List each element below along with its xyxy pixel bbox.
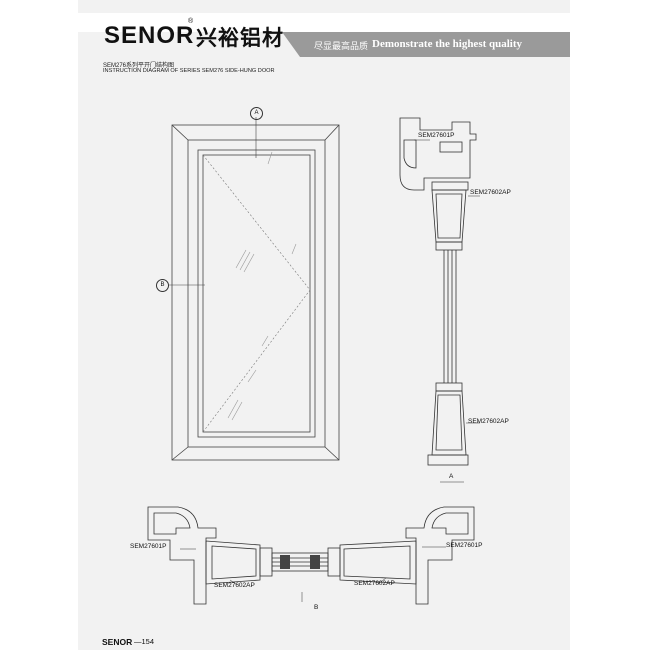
frame-profile-right (405, 506, 475, 605)
footer-brand: SENOR (102, 637, 133, 647)
label-horizontal-right-sash: SEM27602AP (354, 580, 395, 587)
label-horizontal-right-frame: SEM27601P (446, 542, 483, 549)
sash-profile-left (205, 540, 261, 585)
section-marker-b-left: B (156, 279, 169, 292)
section-caption-b: B (314, 604, 319, 611)
door-inner-frame (187, 139, 326, 448)
door-glass (202, 154, 311, 433)
footer-page-number: —154 (134, 637, 155, 646)
opening-direction-lines (202, 154, 311, 433)
brand-logo: SENOR (104, 22, 195, 49)
catalog-page (78, 0, 570, 650)
frame-profile-top (399, 117, 477, 191)
frame-profile-left (147, 506, 217, 605)
diagram-title-chinese: SEM276系列平开门结构图 (103, 63, 175, 69)
label-vertical-bottom-sash: SEM27602AP (468, 418, 509, 425)
section-caption-a: A (449, 473, 454, 480)
door-sash (197, 149, 316, 438)
section-marker-a-top: A (250, 107, 263, 120)
diagram-title-english: INSTRUCTION DIAGRAM OF SERIES SEM276 SID… (103, 68, 275, 74)
label-horizontal-left-sash: SEM27602AP (214, 582, 255, 589)
label-vertical-top-frame: SEM27601P (418, 132, 455, 139)
label-horizontal-left-frame: SEM27601P (130, 543, 167, 550)
brand-chinese-name: 兴裕铝材 (196, 27, 284, 50)
sash-profile-right (339, 540, 417, 585)
slogan-chinese: 尽显最高品质 (314, 41, 369, 51)
door-outer-frame (171, 124, 340, 461)
label-vertical-top-sash: SEM27602AP (470, 189, 511, 196)
brand-registered-mark: ® (188, 18, 194, 25)
slogan-english: Demonstrate the highest quality (372, 38, 523, 50)
